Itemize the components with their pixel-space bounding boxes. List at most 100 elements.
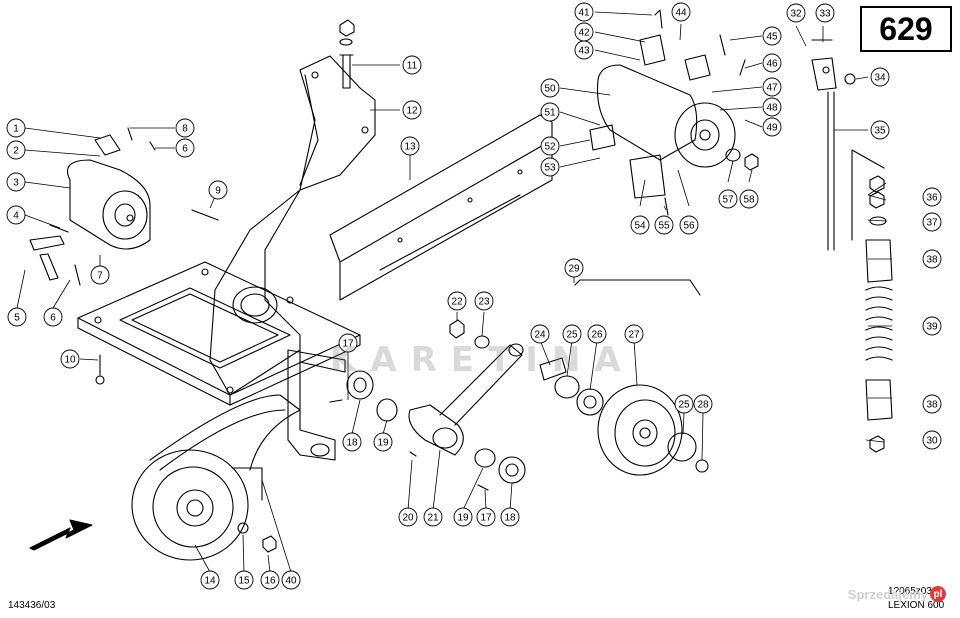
- circlip-25: [667, 432, 697, 462]
- callout-58-circle: [739, 189, 759, 209]
- callout-7: 7: [97, 271, 103, 282]
- callout-41: 41: [578, 8, 590, 19]
- spring-group: [851, 149, 893, 453]
- callout-13: 13: [404, 142, 416, 153]
- callout-7-circle: [90, 265, 110, 285]
- doc-ref-right: 1?065z03: [888, 586, 932, 597]
- callout-2: 2: [13, 146, 19, 157]
- callout-6-circle: [175, 138, 195, 158]
- base-plate: [77, 261, 361, 406]
- callout-47-circle: [762, 77, 782, 97]
- callout-56-circle: [679, 215, 699, 235]
- callout-28: 28: [697, 400, 709, 411]
- top-bolt-stack: [339, 19, 355, 89]
- callout-11-circle: [402, 55, 422, 75]
- callout-54-circle: [630, 215, 650, 235]
- callout-36: 36: [926, 193, 938, 204]
- callout-12: 12: [406, 106, 418, 117]
- brand-badge-icon: pl: [930, 586, 946, 602]
- callout-24: 24: [534, 330, 546, 341]
- callout-44: 44: [675, 8, 687, 19]
- callout-58: 58: [743, 195, 755, 206]
- pump-fittings: [29, 224, 81, 286]
- callout-3: 3: [13, 178, 19, 189]
- callout-29-circle: [564, 258, 584, 278]
- callout-18-circle: [500, 507, 520, 527]
- callout-27: 27: [628, 330, 640, 341]
- callout-46-circle: [762, 53, 782, 73]
- group-29-bracket: [574, 279, 701, 296]
- callout-18: 18: [346, 438, 358, 449]
- callout-21-circle: [423, 507, 443, 527]
- model-label: LEXION 600: [888, 600, 945, 611]
- tensioner-arm: [408, 343, 524, 456]
- tension-post: [287, 349, 346, 461]
- screw-20: [409, 451, 417, 457]
- callout-25-circle: [562, 324, 582, 344]
- ring-28: [695, 459, 709, 473]
- callout-27-circle: [624, 324, 644, 344]
- hydraulic-pump: [66, 127, 156, 250]
- callout-45: 45: [766, 32, 778, 43]
- callout-35-circle: [870, 120, 890, 140]
- callout-52: 52: [544, 142, 556, 153]
- callout-16: 16: [264, 576, 276, 587]
- callout-47: 47: [766, 83, 778, 94]
- callout-6-circle: [43, 307, 63, 327]
- callout-52-circle: [540, 136, 560, 156]
- callout-40: 40: [285, 576, 297, 587]
- callout-15: 15: [238, 576, 250, 587]
- tension-rod: [811, 39, 856, 251]
- callout-51: 51: [544, 108, 556, 119]
- callout-10-circle: [60, 349, 80, 369]
- callout-3-circle: [6, 172, 26, 192]
- callout-5-circle: [7, 307, 27, 327]
- callout-28-circle: [693, 394, 713, 414]
- callout-21: 21: [427, 513, 439, 524]
- callout-46: 46: [766, 59, 778, 70]
- callout-55: 55: [658, 221, 670, 232]
- callout-10: 10: [64, 355, 76, 366]
- callout-22: 22: [451, 297, 463, 308]
- callout-17: 17: [480, 513, 492, 524]
- callout-48: 48: [766, 103, 778, 114]
- bushing-18a: [346, 370, 374, 400]
- callout-53-circle: [540, 157, 560, 177]
- callout-49-circle: [762, 117, 782, 137]
- callout-33-circle: [815, 3, 835, 23]
- callout-18: 18: [504, 513, 516, 524]
- callout-35: 35: [874, 126, 886, 137]
- callout-1-circle: [6, 118, 26, 138]
- callout-24-circle: [530, 324, 550, 344]
- callout-23: 23: [478, 297, 490, 308]
- brand-watermark: Sprzedajemy pl: [848, 586, 946, 602]
- callout-15-circle: [234, 570, 254, 590]
- callout-54: 54: [634, 221, 646, 232]
- callout-50: 50: [544, 84, 556, 95]
- callout-2-circle: [6, 140, 26, 160]
- callout-37-circle: [922, 212, 942, 232]
- callout-36-circle: [922, 187, 942, 207]
- callout-16-circle: [260, 570, 280, 590]
- callout-43: 43: [578, 46, 590, 57]
- callout-41-circle: [574, 2, 594, 22]
- page-number: 629: [879, 10, 933, 47]
- callout-39: 39: [926, 322, 938, 333]
- callout-11: 11: [407, 61, 418, 72]
- callout-30-circle: [922, 430, 942, 450]
- bushing-19b: [474, 448, 496, 468]
- callout-14: 14: [204, 576, 216, 587]
- callout-57-circle: [718, 189, 738, 209]
- callout-9-circle: [208, 180, 228, 200]
- bolt-9: [191, 209, 219, 221]
- callout-19-circle: [453, 507, 473, 527]
- callout-8: 8: [182, 124, 188, 135]
- callout-17-circle: [338, 333, 358, 353]
- callout-8-circle: [175, 118, 195, 138]
- callout-29: 29: [568, 264, 580, 275]
- callout-25-circle: [674, 394, 694, 414]
- callout-51-circle: [540, 102, 560, 122]
- bushing-18b: [498, 456, 526, 484]
- callout-19: 19: [377, 438, 389, 449]
